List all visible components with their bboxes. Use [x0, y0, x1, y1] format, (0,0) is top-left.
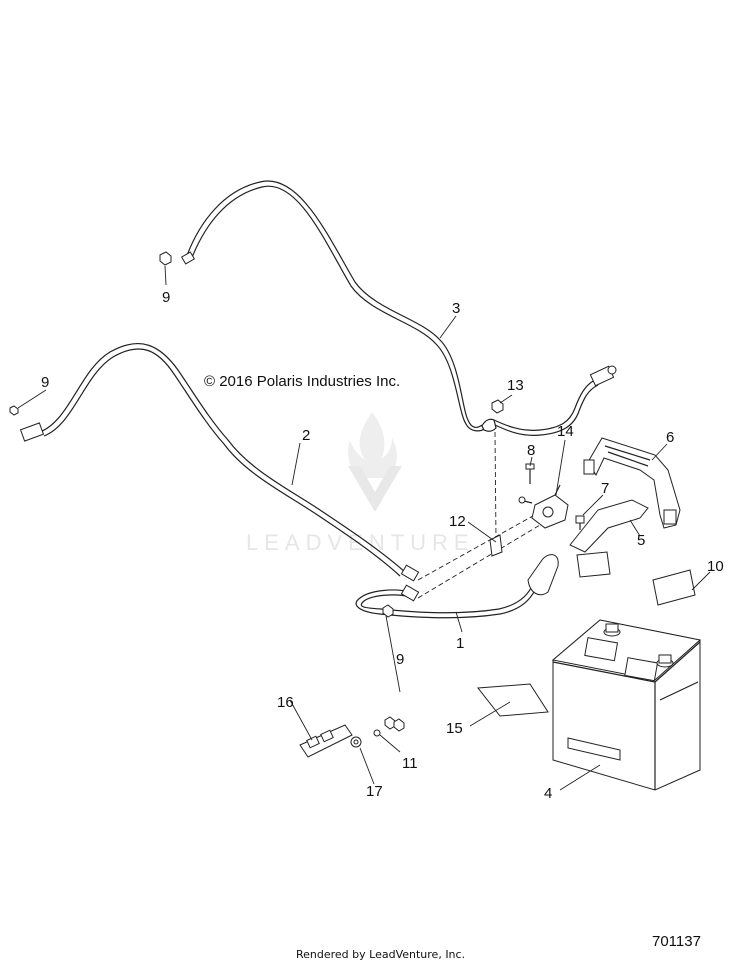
callout-15: 15 — [446, 720, 463, 737]
callout-9-top: 9 — [162, 289, 170, 306]
pad-10 — [652, 569, 696, 606]
callouts: 3 2 1 9 9 9 13 8 14 7 6 5 10 12 15 4 16 … — [41, 289, 724, 802]
callout-14: 14 — [557, 423, 574, 440]
callout-1: 1 — [456, 635, 464, 652]
callout-6: 6 — [666, 429, 674, 446]
callout-10: 10 — [707, 558, 724, 575]
v-watermark-icon — [348, 466, 402, 512]
callout-7: 7 — [601, 480, 609, 497]
copyright-text: © 2016 Polaris Industries Inc. — [204, 373, 400, 390]
cable-2-terminal — [19, 422, 45, 442]
pad — [576, 551, 611, 578]
label-15 — [477, 683, 549, 717]
leadventure-watermark: LEADVENTURE — [246, 412, 475, 555]
cable-3-terminal — [180, 251, 196, 265]
bracket-12 — [489, 534, 503, 557]
callout-11: 11 — [402, 755, 418, 772]
nuts-11 — [373, 716, 405, 737]
leader-lines — [17, 265, 711, 791]
callout-12: 12 — [449, 513, 466, 530]
solenoid-14 — [518, 484, 569, 529]
nut-9-left — [9, 405, 19, 416]
callout-9-bottom: 9 — [396, 651, 404, 668]
bracket-5 — [569, 499, 649, 553]
callout-3: 3 — [452, 300, 460, 317]
callout-17: 17 — [366, 783, 383, 800]
callout-8: 8 — [527, 442, 535, 459]
cable-3 — [180, 180, 617, 436]
bolt-7 — [575, 515, 585, 530]
callout-4: 4 — [544, 785, 552, 802]
watermark-text: LEADVENTURE — [246, 530, 475, 555]
footer-text: Rendered by LeadVenture, Inc. — [296, 948, 465, 961]
callout-13: 13 — [507, 377, 524, 394]
battery-4 — [551, 619, 702, 791]
callout-2: 2 — [302, 427, 310, 444]
washer-17 — [350, 736, 362, 748]
cable-1-boot — [527, 554, 559, 596]
nut-9-bottom — [382, 604, 394, 618]
cable-2 — [19, 343, 420, 582]
callout-16: 16 — [277, 694, 294, 711]
assembly-lines — [417, 431, 541, 599]
flame-watermark-icon — [348, 412, 397, 478]
terminal-block-16 — [299, 724, 353, 758]
callout-9-left: 9 — [41, 374, 49, 391]
callout-5: 5 — [637, 532, 645, 549]
nut-9-top — [159, 251, 172, 266]
hold-down-strap-6 — [583, 437, 681, 529]
bolt-8 — [525, 463, 535, 484]
drawing-number: 701137 — [652, 933, 701, 950]
